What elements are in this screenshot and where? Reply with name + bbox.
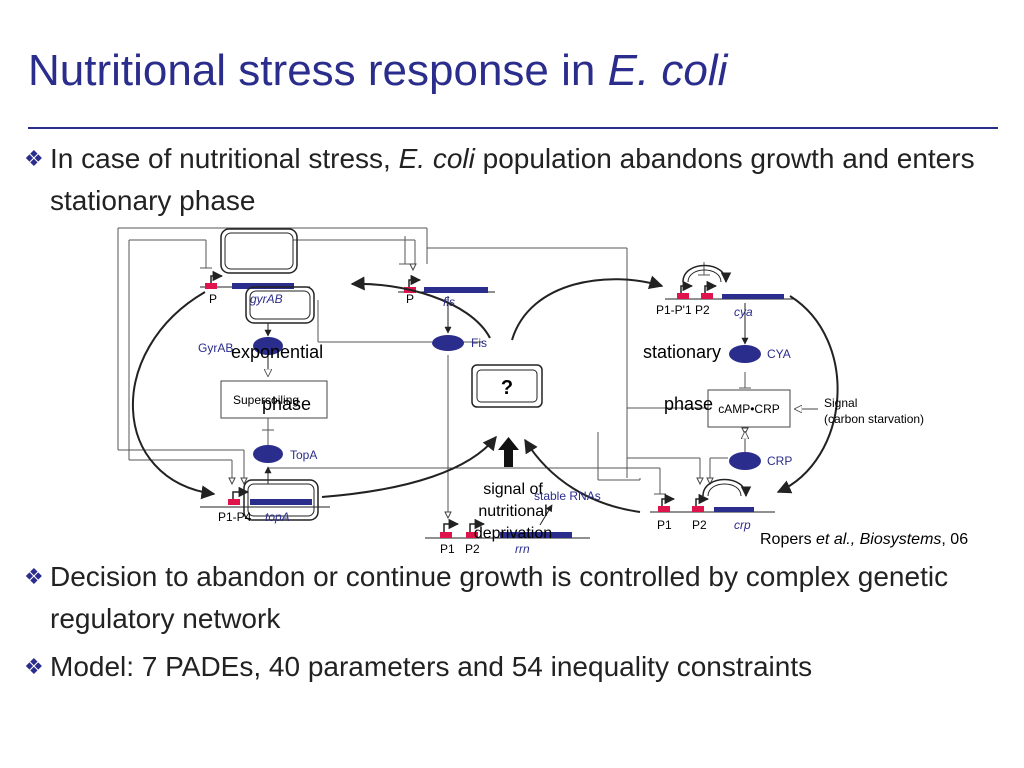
exponential-label-2: phase	[262, 394, 311, 414]
stationary-label-2: phase	[664, 394, 713, 414]
diamond-bullet-icon: ❖	[24, 564, 44, 589]
signal-carbon-label-2: (carbon starvation)	[824, 412, 924, 426]
cya-protein-label: CYA	[767, 347, 791, 361]
crp-gene-label: crp	[734, 518, 751, 532]
title-main: Nutritional stress response in	[28, 46, 608, 95]
topa-promoters-label: P1-P4	[218, 510, 252, 524]
gyrab-gene-label: gyrAB	[250, 292, 283, 306]
bullet-2-text: Decision to abandon or continue growth i…	[50, 561, 949, 634]
signal-label-3: deprivation	[474, 525, 552, 542]
signal-carbon-label-1: Signal	[824, 396, 857, 410]
camp-crp-label: cAMP•CRP	[718, 402, 780, 416]
rrn-cluster	[425, 504, 590, 539]
rrn-p2-label: P2	[465, 542, 480, 556]
diamond-bullet-icon: ❖	[24, 654, 44, 679]
stable-rnas-label: stable RNAs	[534, 489, 601, 503]
citation: Ropers et al., Biosystems, 06	[760, 531, 968, 549]
gyrab-cluster	[200, 228, 315, 376]
question-mark: ?	[501, 377, 513, 399]
signal-arrow-icon	[498, 437, 519, 467]
topa-protein-label: TopA	[290, 448, 317, 462]
crp-p1-label: P1	[657, 518, 672, 532]
exponential-label-1: exponential	[231, 342, 323, 362]
phase-arrows	[131, 275, 839, 513]
page-title: Nutritional stress response in E. coli	[28, 46, 727, 96]
crp-protein-label: CRP	[767, 454, 792, 468]
cya-promoters-label: P1-P'1 P2	[656, 303, 710, 317]
cya-gene-label: cya	[734, 305, 753, 319]
bullet-1-text: In case of nutritional stress, E. coli p…	[50, 138, 1010, 222]
rrn-p1-label: P1	[440, 542, 455, 556]
citation-author: Ropers	[760, 531, 817, 548]
cya-cluster	[665, 264, 795, 363]
rrn-gene-label: rrn	[515, 542, 530, 556]
fis-promoter-label: P	[406, 292, 414, 306]
gyrab-promoter-label: P	[209, 292, 217, 306]
bullet-3-text: Model: 7 PADEs, 40 parameters and 54 ine…	[50, 651, 813, 682]
topa-cluster	[200, 445, 330, 521]
title-divider	[28, 127, 998, 129]
citation-year: , 06	[941, 531, 969, 548]
signal-label-2: nutritional	[478, 503, 547, 520]
signal-label-1: signal of	[483, 481, 543, 498]
stationary-label-1: stationary	[643, 342, 721, 362]
question-box	[471, 364, 543, 408]
crp-p2-label: P2	[692, 518, 707, 532]
gyrab-protein-label: GyrAB	[198, 341, 233, 355]
supercoiling-box	[220, 380, 328, 419]
topa-gene-label: topA	[265, 510, 290, 524]
crp-cluster	[650, 432, 775, 513]
title-italic: E. coli	[607, 46, 728, 95]
bullet-1-part2: population abandons growth and enters st…	[50, 143, 975, 216]
bullet-1-part1: In case of nutritional stress,	[50, 143, 399, 174]
bullet-1-italic: E. coli	[398, 143, 475, 174]
fis-protein-label: Fis	[471, 336, 487, 350]
fis-gene-label: fis	[443, 295, 455, 309]
camp-crp-box	[707, 389, 791, 428]
citation-journal: et al., Biosystems	[816, 531, 942, 548]
regulation-lines	[117, 227, 751, 512]
supercoiling-label: Supercoiling	[233, 393, 299, 407]
diamond-bullet-icon: ❖	[24, 146, 44, 171]
